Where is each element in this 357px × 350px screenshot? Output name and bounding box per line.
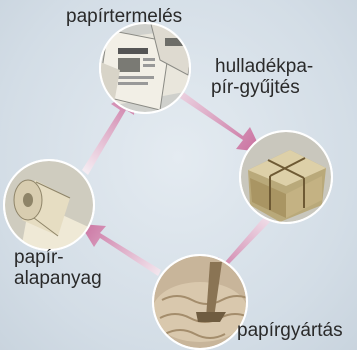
newspapers-illustration xyxy=(95,20,195,120)
label-paper-production: papírtermelés xyxy=(66,6,182,27)
label-paper-manufacturing: papírgyártás xyxy=(237,320,343,341)
label-paper-raw-material: papír- alapanyag xyxy=(14,247,102,289)
label-waste-paper-collection: hulladékpa- pír-gyűjtés xyxy=(215,56,313,98)
